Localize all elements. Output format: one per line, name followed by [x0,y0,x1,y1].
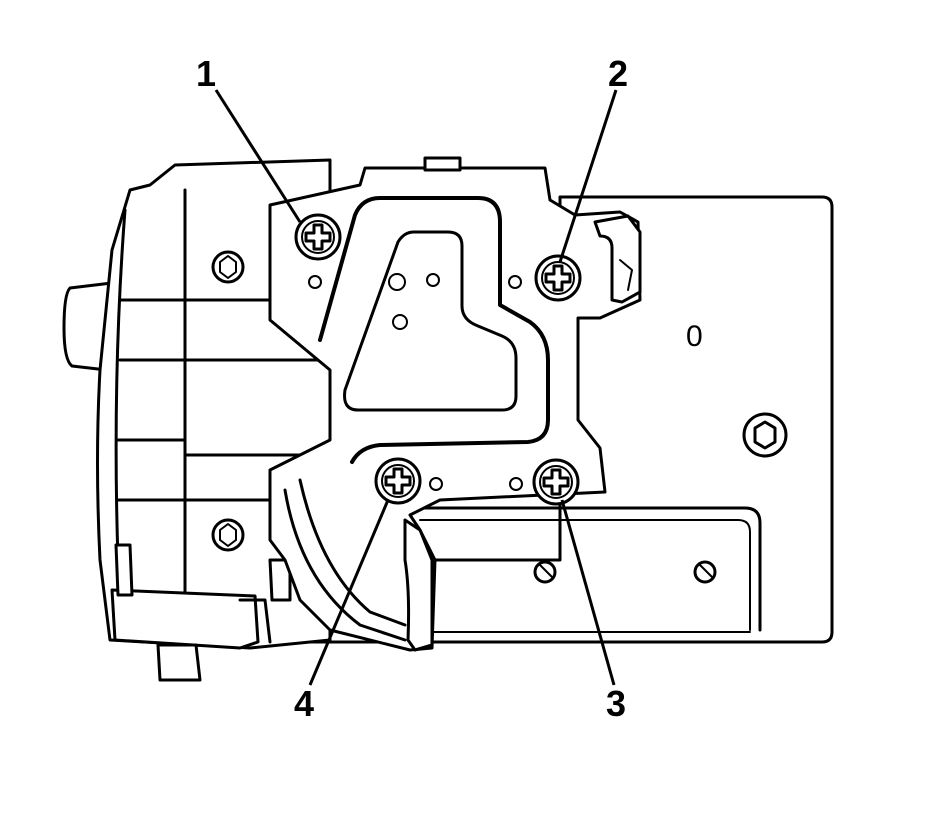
hex-nut-icon [211,518,245,552]
callout-1: 1 [196,53,216,94]
phillips-screw-icon [534,254,582,302]
callout-leader-3 [560,499,616,686]
callout-2: 2 [608,53,628,94]
callout-leader-4 [308,499,390,686]
part-marking: 0 [686,320,703,353]
module-housing: 0 [268,195,834,644]
stud-icon [693,560,717,584]
phillips-screw-icon [294,213,342,261]
callout-leader-1 [214,89,302,223]
hex-nut-icon [211,250,245,284]
hex-bolt-icon [742,412,788,458]
stud-icon [533,560,557,584]
callout-leader-2 [558,89,618,263]
callout-4: 4 [294,683,314,724]
callout-3: 3 [606,683,626,724]
phillips-screw-icon [374,457,422,505]
phillips-screw-icon [532,458,580,506]
